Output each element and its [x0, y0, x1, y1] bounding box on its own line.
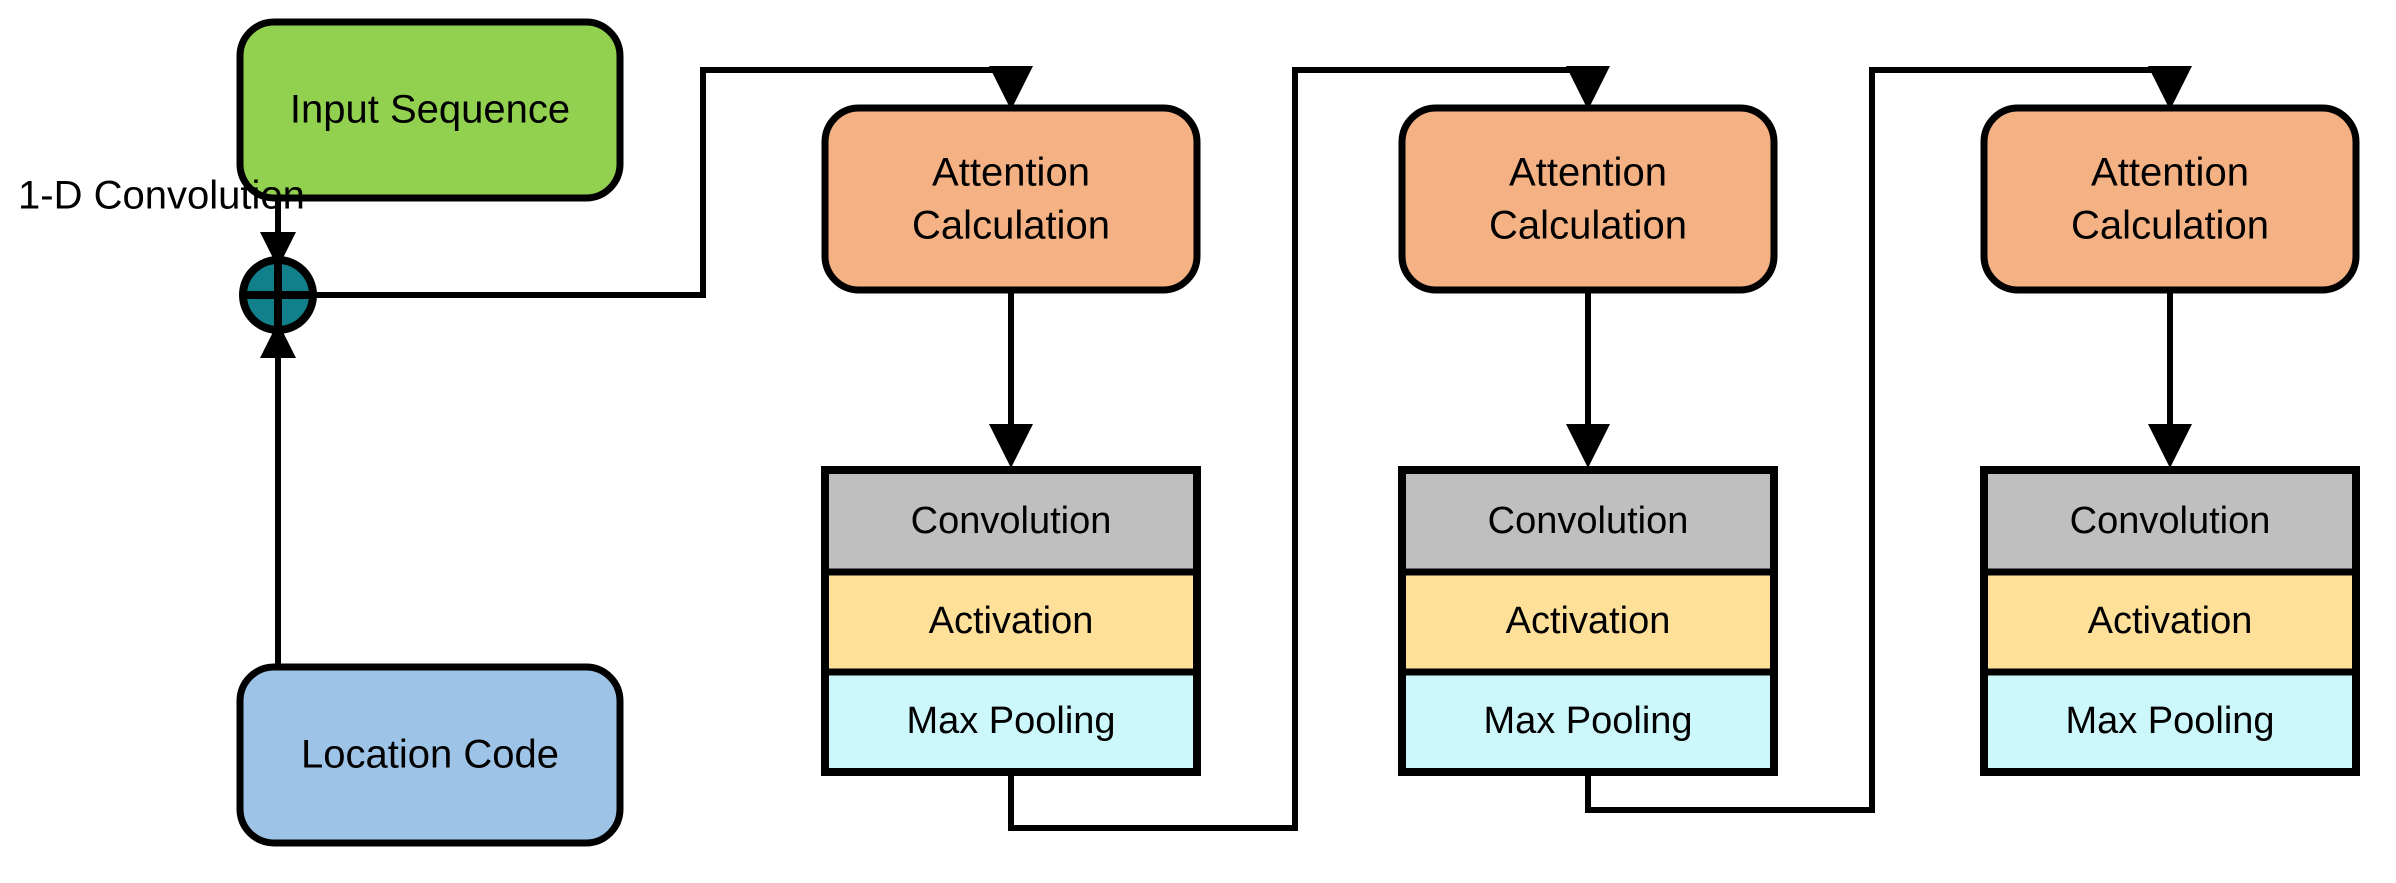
attention-label-line1: Attention: [1509, 151, 1667, 195]
edge-block1-attention-to-stack: [989, 290, 1033, 468]
edge-location-to-sum: [260, 322, 296, 667]
edge-block2-attention-to-stack: [1566, 290, 1610, 468]
block-1-attention[interactable]: Attention Calculation: [821, 104, 1201, 294]
block-1: Attention Calculation Convolution Activa…: [821, 104, 1201, 776]
arrowhead-down-icon: [260, 232, 296, 268]
edge-sum-to-block1: [313, 66, 1033, 298]
block-3-attention[interactable]: Attention Calculation: [1980, 104, 2360, 294]
arrowhead-down-icon: [2148, 424, 2192, 468]
arrowhead-down-icon: [989, 66, 1033, 110]
block-2-attention[interactable]: Attention Calculation: [1398, 104, 1778, 294]
attention-label-line2: Calculation: [912, 204, 1110, 248]
arrowhead-down-icon: [1566, 66, 1610, 110]
maxpooling-label: Max Pooling: [906, 700, 1115, 742]
attention-label-line1: Attention: [2091, 151, 2249, 195]
maxpooling-label: Max Pooling: [1483, 700, 1692, 742]
block-2-stack: Convolution Activation Max Pooling: [1398, 466, 1778, 776]
attention-label-line2: Calculation: [1489, 204, 1687, 248]
block-1-stack: Convolution Activation Max Pooling: [821, 466, 1201, 776]
activation-label: Activation: [2088, 600, 2253, 642]
stack-frame: [821, 466, 1201, 776]
attention-calculation-box[interactable]: [1398, 104, 1778, 294]
block-3-stack: Convolution Activation Max Pooling: [1980, 466, 2360, 776]
attention-label-line1: Attention: [932, 151, 1090, 195]
activation-row[interactable]: [1398, 568, 1778, 676]
activation-label: Activation: [929, 600, 1094, 642]
conv1d-edge-label: 1-D Convolution: [18, 174, 305, 218]
edge-block2-to-block3: [1585, 66, 2192, 813]
arrowhead-down-icon: [1566, 424, 1610, 468]
attention-calculation-box[interactable]: [821, 104, 1201, 294]
convolution-label: Convolution: [1488, 500, 1689, 542]
activation-label: Activation: [1506, 600, 1671, 642]
block-3: Attention Calculation Convolution Activa…: [1980, 104, 2360, 776]
location-code-box[interactable]: [236, 663, 624, 847]
node-input-sequence[interactable]: Input Sequence: [236, 18, 624, 202]
activation-row[interactable]: [821, 568, 1201, 676]
edge-input-to-sum: [260, 198, 296, 268]
maxpooling-label: Max Pooling: [2065, 700, 2274, 742]
attention-label-line2: Calculation: [2071, 204, 2269, 248]
convolution-label: Convolution: [911, 500, 1112, 542]
node-location-code[interactable]: Location Code: [236, 663, 624, 847]
convolution-label: Convolution: [2070, 500, 2271, 542]
input-sequence-box[interactable]: [236, 18, 624, 202]
block-2: Attention Calculation Convolution Activa…: [1398, 104, 1778, 776]
edge-block3-attention-to-stack: [2148, 290, 2192, 468]
stack-frame: [1980, 466, 2360, 776]
arrowhead-down-icon: [989, 424, 1033, 468]
attention-calculation-box[interactable]: [1980, 104, 2360, 294]
arrowhead-down-icon: [2148, 66, 2192, 110]
plus-icon: [241, 258, 315, 332]
arrowhead-up-icon: [260, 322, 296, 358]
input-sequence-label: Input Sequence: [290, 88, 570, 132]
location-code-label: Location Code: [301, 733, 559, 777]
edge-block1-to-block2: [1008, 66, 1610, 831]
stack-frame: [1398, 466, 1778, 776]
node-element-wise-sum[interactable]: [239, 256, 317, 334]
